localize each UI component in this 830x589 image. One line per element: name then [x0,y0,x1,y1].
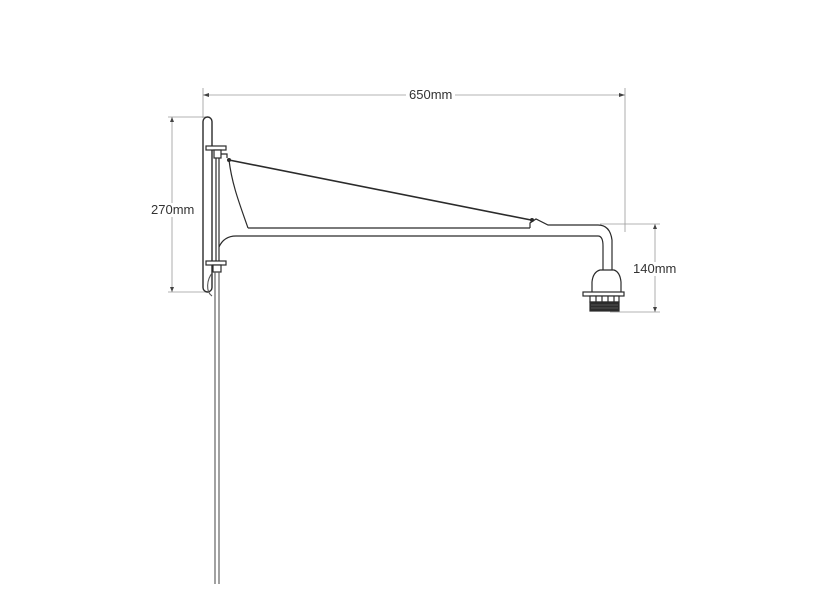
dimension-arrows [170,93,657,312]
tension-rod [228,159,532,221]
bottom-bracket [205,260,227,273]
rod-pin-end [530,218,534,222]
pivot-rod [215,150,220,262]
wall-plate [202,116,213,293]
bulb-socket [582,269,625,312]
power-cable [207,271,220,584]
lamp-arm [218,159,613,270]
mount-height-dimension-label: 270mm [150,202,196,217]
drop-dimension-label: 140mm [632,261,678,276]
rod-pin-top [227,158,231,162]
width-dimension-label: 650mm [406,88,456,102]
dimension-lines [168,88,660,313]
top-bracket [205,145,228,159]
